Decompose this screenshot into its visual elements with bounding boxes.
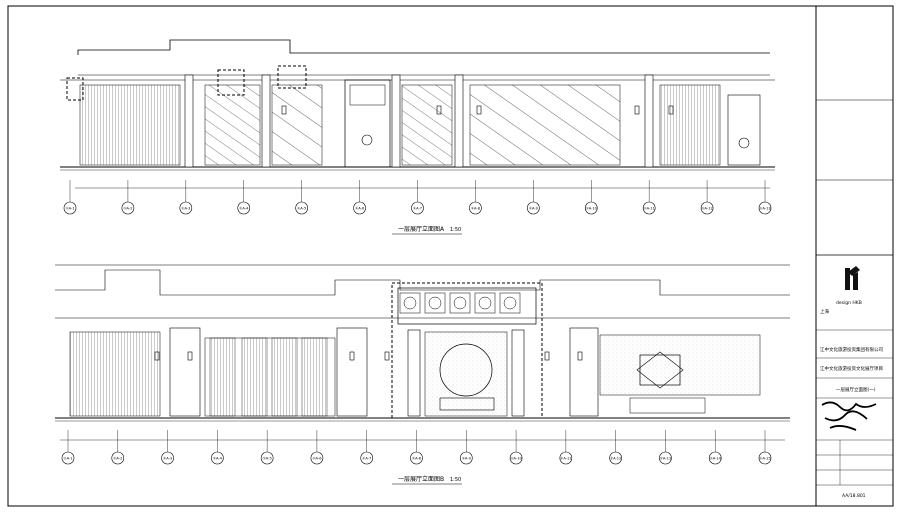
company-cn: 上海 xyxy=(820,308,829,315)
axis-bubble xyxy=(353,201,366,215)
axis-bubble xyxy=(469,201,482,215)
axis-bubble xyxy=(63,201,77,215)
axis-label: ①A-13 xyxy=(759,207,770,211)
axis-bubble xyxy=(310,451,324,465)
axis-label: ①A-3 xyxy=(163,457,172,461)
axis-bubble xyxy=(411,201,424,215)
axis-label: ①A-4 xyxy=(213,457,223,461)
axis-label: ①A-3 xyxy=(181,207,190,211)
company-name: design HKB xyxy=(836,300,862,306)
axis-label: ①A-7 xyxy=(362,457,371,461)
axis-bubble xyxy=(459,451,473,465)
axis-bubble xyxy=(161,451,174,465)
project-name: 江中文化旅游投资文化展厅项目 xyxy=(820,365,883,372)
axis-bubble xyxy=(659,451,672,465)
axis-label: ①A-9 xyxy=(462,457,472,461)
axis-label: ①A-5 xyxy=(297,207,306,211)
client-name: 江中文化旅游投资集团有限公司 xyxy=(820,346,883,353)
axis-label: ①A-12 xyxy=(701,207,712,211)
axis-bubble xyxy=(509,451,523,465)
axis-label: ①A-1 xyxy=(63,457,72,461)
axis-bubble xyxy=(700,201,714,215)
axis-bubble xyxy=(559,451,573,465)
axis-label: ①A-11 xyxy=(560,457,571,461)
elevation-b xyxy=(55,264,790,441)
elevation-b-scale: 1:50 xyxy=(450,477,461,483)
axis-label: ①A-8 xyxy=(471,207,481,211)
axis-label: ①A-4 xyxy=(239,207,249,211)
elevation-b-axes: ①A-1 ①A-2 ①A-3 ①A-4 ①A-5 ①A-6 ①A-7 ①A-8 ①A-9 ①A-1… xyxy=(61,430,772,465)
axis-label: ①A-6 xyxy=(312,457,322,461)
elevation-a-axes: ①A-1 ①A-2 ①A-3 ①A-4 ①A-5 ①A-6 ①A-7 ①A-8 ①A-9 ①A-1… xyxy=(63,180,772,215)
axis-label: ①A-8 xyxy=(412,457,422,461)
sheet-title: 一层展厅立面图(一) xyxy=(836,386,876,393)
company-logo xyxy=(842,265,864,293)
axis-label: ①A-12 xyxy=(610,457,621,461)
axis-label: ①A-6 xyxy=(355,207,365,211)
axis-bubble xyxy=(295,201,308,215)
elevation-a xyxy=(60,39,775,189)
axis-bubble xyxy=(609,451,622,465)
axis-label: ①A-2 xyxy=(113,457,122,461)
axis-label: ①A-9 xyxy=(529,207,539,211)
sheet-border xyxy=(7,5,894,507)
axis-bubble xyxy=(121,201,135,215)
axis-bubble xyxy=(179,201,193,215)
axis-label: ①A-13 xyxy=(660,457,671,461)
axis-bubble xyxy=(584,201,598,215)
axis-bubble xyxy=(758,201,772,215)
axis-label: ①A-7 xyxy=(413,207,422,211)
elevation-a-title: 一层展厅立面图A xyxy=(398,225,445,233)
axis-label: ①A-15 xyxy=(759,457,770,461)
axis-bubble xyxy=(527,201,540,215)
axis-label: ①A-5 xyxy=(263,457,272,461)
sheet-number: AA/18.801 xyxy=(842,493,866,499)
axis-bubble xyxy=(758,451,772,465)
elevation-a-scale: 1:50 xyxy=(450,227,461,233)
axis-bubble xyxy=(260,451,274,465)
axis-label: ①A-1 xyxy=(65,207,74,211)
axis-label: ①A-10 xyxy=(586,207,598,211)
axis-label: ①A-2 xyxy=(123,207,132,211)
axis-label: ①A-14 xyxy=(709,457,721,461)
axis-label: ①A-10 xyxy=(510,457,522,461)
axis-bubble xyxy=(61,451,75,465)
title-block: design HKB 上海 江中文化旅游投资集团有限公司 江中文化旅游投资文化展… xyxy=(816,99,893,499)
axis-bubble xyxy=(111,451,125,465)
elevation-b-title: 一层展厅立面图B xyxy=(398,475,444,483)
axis-bubble xyxy=(211,451,224,465)
axis-bubble xyxy=(360,451,374,465)
axis-bubble xyxy=(410,451,423,465)
signature-stamp xyxy=(821,401,877,431)
axis-bubble xyxy=(708,451,722,465)
axis-bubble xyxy=(642,201,656,215)
axis-bubble xyxy=(237,201,251,215)
axis-label: ①A-11 xyxy=(643,207,654,211)
